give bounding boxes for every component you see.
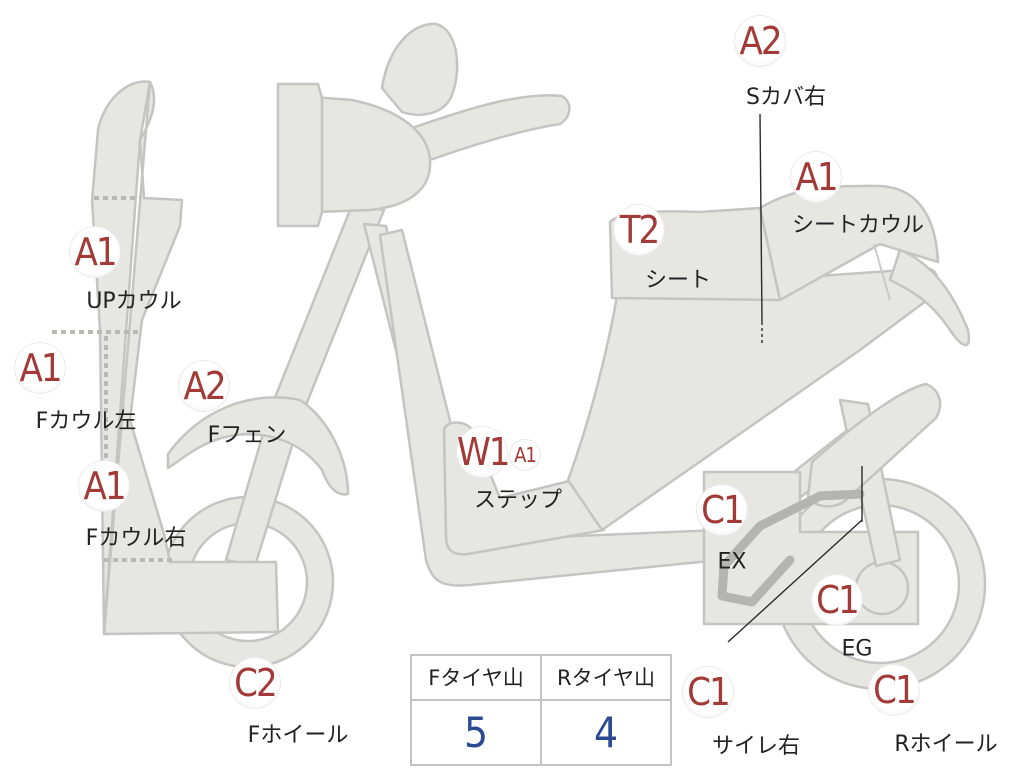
part-label-silencer-right: サイレ右 <box>711 734 801 759</box>
headlight-housing-shape <box>298 94 432 214</box>
front-tire-tread-value: 5 <box>410 698 542 767</box>
mirror-shape <box>380 22 459 116</box>
part-label-f-cowl-left: Fカウル左 <box>35 409 137 434</box>
grade-badge-engine: C1 <box>812 575 862 625</box>
front-tire-tread-header: Fタイヤ山 <box>410 654 542 701</box>
grade-badge-f-cowl-right: A1 <box>79 461 129 511</box>
rear-tire-tread-value: 4 <box>540 698 672 767</box>
grade-badge-silencer-right: C1 <box>683 667 733 717</box>
grade-badge-step-extra: A1 <box>510 440 540 470</box>
tire-tread-table: Fタイヤ山 Rタイヤ山 5 4 <box>410 654 672 767</box>
leader-s-cover <box>759 113 763 323</box>
air-box-shape <box>806 382 942 508</box>
seat-cowl-shape <box>758 184 940 302</box>
part-label-f-wheel: Fホイール <box>247 723 349 748</box>
leader-silencer <box>727 519 863 643</box>
grade-badge-s-cover-right: A2 <box>735 16 785 66</box>
exhaust-pipe-shape <box>717 489 865 607</box>
headlight-shape <box>276 82 324 228</box>
tail-shape <box>888 248 971 347</box>
part-label-s-cover-right: Sカバ右 <box>746 85 826 110</box>
grade-badge-up-cowl: A1 <box>70 227 120 277</box>
grade-badge-f-wheel: C2 <box>230 658 280 708</box>
part-label-seat: シート <box>644 268 712 293</box>
grade-badge-r-wheel: C1 <box>869 665 919 715</box>
grade-badge-f-fender: A2 <box>179 361 229 411</box>
part-label-exhaust: EX <box>717 549 747 575</box>
rear-tire-tread-header: Rタイヤ山 <box>540 654 672 701</box>
seat-seam <box>873 243 891 301</box>
part-label-seat-cowl: シートカウル <box>791 213 925 238</box>
part-label-up-cowl: UPカウル <box>86 289 182 314</box>
grade-badge-seat-cowl: A1 <box>791 152 841 202</box>
part-label-step: ステップ <box>473 488 563 513</box>
front-fender-shape <box>166 396 350 496</box>
grade-badge-f-cowl-left: A1 <box>15 343 65 393</box>
grade-badge-seat: T2 <box>614 205 664 255</box>
handlebar-shape <box>410 94 571 162</box>
part-label-f-cowl-right: Fカウル右 <box>85 526 187 551</box>
grade-badge-step: W1 <box>457 427 511 477</box>
part-label-r-wheel: Rホイール <box>894 732 998 757</box>
front-fork-shape <box>224 203 386 568</box>
engine-hub-shape <box>854 560 910 616</box>
part-label-f-fender: Fフェン <box>207 423 287 448</box>
part-label-engine: EG <box>841 636 873 662</box>
grade-badge-exhaust: C1 <box>697 485 747 535</box>
